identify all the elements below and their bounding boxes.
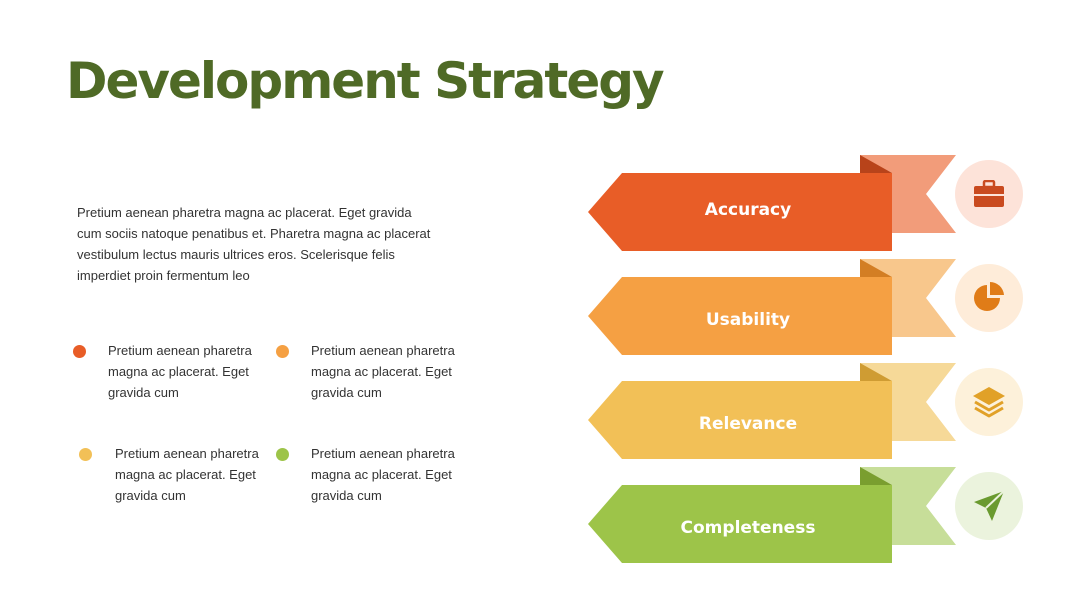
arrow-body bbox=[588, 173, 892, 251]
step-icon-circle-1 bbox=[955, 160, 1023, 228]
pie-chart-icon bbox=[972, 281, 1006, 315]
bullet-text-3: Pretium aenean pharetra magna ac placera… bbox=[115, 446, 259, 503]
bullet-dot-1 bbox=[73, 345, 86, 358]
step-label-3: Relevance bbox=[698, 414, 798, 434]
step-label-1: Accuracy bbox=[704, 200, 792, 220]
intro-paragraph: Pretium aenean pharetra magna ac placera… bbox=[77, 205, 431, 283]
ribbon-fold bbox=[860, 363, 892, 381]
step-label-4: Completeness bbox=[680, 518, 816, 538]
step-band-2: Usability bbox=[588, 259, 958, 371]
bullet-text-2: Pretium aenean pharetra magna ac placera… bbox=[311, 343, 455, 400]
step-band-3: Relevance bbox=[588, 363, 958, 475]
step-band-1: Accuracy bbox=[588, 155, 958, 267]
arrow-body bbox=[588, 277, 892, 355]
step-icon-circle-3 bbox=[955, 368, 1023, 436]
send-icon bbox=[972, 489, 1006, 523]
ribbon-fold bbox=[860, 259, 892, 277]
ribbon-fold bbox=[860, 155, 892, 173]
step-label-2: Usability bbox=[705, 310, 791, 330]
arrow-body bbox=[588, 381, 892, 459]
step-band-4: Completeness bbox=[588, 467, 958, 579]
bullet-text-1: Pretium aenean pharetra magna ac placera… bbox=[108, 343, 252, 400]
bullet-dot-4 bbox=[276, 448, 289, 461]
bullet-dot-3 bbox=[79, 448, 92, 461]
ribbon-fold bbox=[860, 467, 892, 485]
arrow-body bbox=[588, 485, 892, 563]
briefcase-icon bbox=[973, 180, 1005, 208]
step-icon-circle-4 bbox=[955, 472, 1023, 540]
bullet-dot-2 bbox=[276, 345, 289, 358]
bullet-text-4: Pretium aenean pharetra magna ac placera… bbox=[311, 446, 455, 503]
layers-icon bbox=[971, 385, 1007, 419]
page-title: Development Strategy bbox=[66, 52, 665, 110]
step-icon-circle-2 bbox=[955, 264, 1023, 332]
